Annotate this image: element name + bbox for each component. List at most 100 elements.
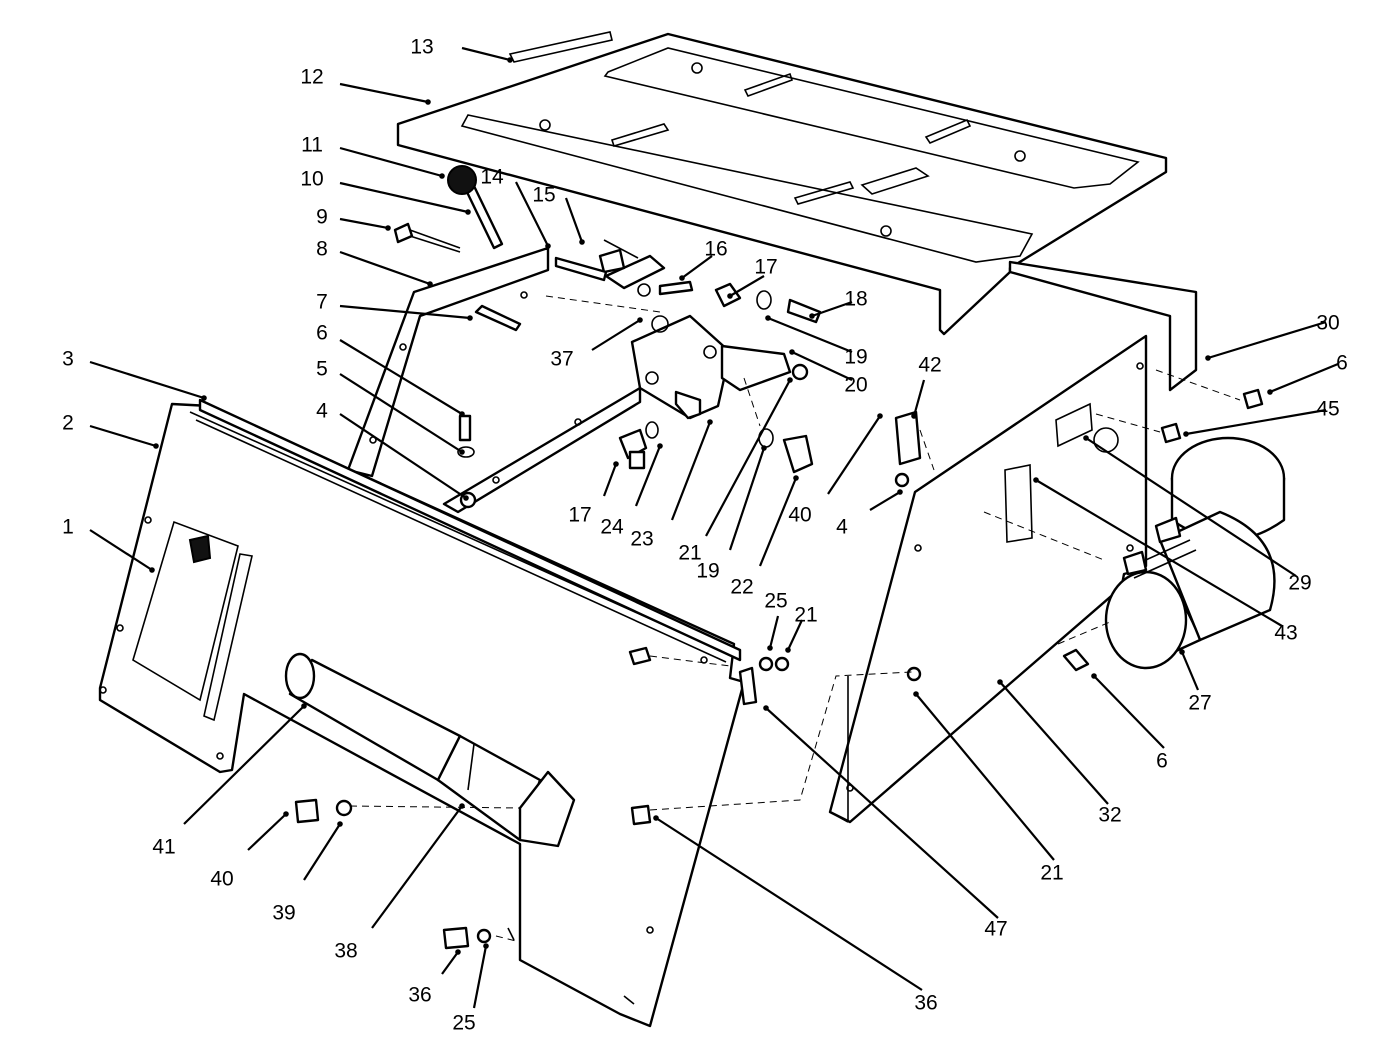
leader-dot-c-40a (877, 413, 883, 419)
leader-dot-c-25b (483, 943, 489, 949)
leader-dot-c-10 (465, 209, 471, 215)
callout-label: 19 (696, 560, 719, 583)
leader-line-c-6a (339, 339, 463, 415)
leader-line-c-7 (339, 304, 471, 320)
leader-line-c-20 (791, 351, 853, 381)
callout-label: 15 (532, 184, 555, 207)
callout-label: 10 (300, 168, 323, 191)
fitting-parts (294, 280, 1264, 950)
leader-dot-c-2 (153, 443, 159, 449)
leader-line-c-43 (1035, 479, 1283, 627)
callout-label: 21 (1040, 862, 1063, 885)
callout-label: 7 (316, 291, 328, 314)
control-knob-part (447, 165, 504, 250)
leader-line-c-11 (339, 146, 443, 178)
leader-dot-c-6c (1091, 673, 1097, 679)
callout-label: 40 (788, 504, 811, 527)
leader-dot-c-47 (763, 705, 769, 711)
leader-dot-c-6a (459, 411, 465, 417)
leader-line-c-25a (768, 615, 780, 649)
leader-dot-c-39 (337, 821, 343, 827)
callout-label: 39 (272, 902, 295, 925)
callout-label: 32 (1098, 804, 1121, 827)
callout-label: 36 (408, 984, 431, 1007)
leader-line-c-1 (89, 529, 153, 571)
leader-line-c-12 (339, 82, 429, 104)
leader-dot-c-38 (459, 803, 465, 809)
leader-line-c-9 (339, 217, 389, 230)
leader-line-c-30 (1207, 320, 1327, 360)
leader-line-c-3 (89, 360, 205, 400)
callout-label: 8 (316, 238, 328, 261)
leader-line-c-40b (247, 813, 287, 851)
leader-dot-c-17b (613, 461, 619, 467)
callout-label: 11 (301, 134, 323, 157)
leader-line-c-37 (591, 319, 641, 351)
callout-label: 29 (1288, 572, 1311, 595)
callout-label: 1 (62, 516, 74, 539)
leader-line-c-25b (472, 945, 488, 1009)
callout-label: 42 (918, 354, 941, 377)
leader-line-c-21a (705, 379, 791, 537)
leader-line-c-21b (787, 619, 803, 651)
leader-dot-c-5 (459, 449, 465, 455)
leader-line-c-36a (441, 951, 459, 975)
leader-dot-c-21b (785, 647, 791, 653)
callout-label: 25 (452, 1012, 475, 1035)
bolt-part (393, 222, 461, 253)
leader-dot-c-4b (897, 489, 903, 495)
leader-line-c-45 (1185, 408, 1327, 436)
leader-dot-c-18 (809, 313, 815, 319)
callout-label: 20 (844, 374, 867, 397)
callout-label: 16 (704, 238, 727, 261)
leader-dot-c-20 (789, 349, 795, 355)
leader-dot-c-4a (463, 495, 469, 501)
leader-dot-c-42 (911, 413, 917, 419)
leader-line-c-14 (515, 181, 549, 247)
callout-label: 21 (678, 542, 701, 565)
leader-line-c-19b (728, 447, 766, 551)
callout-label: 36 (914, 992, 937, 1015)
callout-label: 17 (568, 504, 591, 527)
leader-line-c-13 (461, 46, 511, 62)
leader-dot-c-43 (1033, 477, 1039, 483)
leader-dot-c-25a (767, 645, 773, 651)
callout-label: 27 (1188, 692, 1211, 715)
callout-label: 18 (844, 288, 867, 311)
callout-label: 38 (334, 940, 357, 963)
callout-label: 25 (764, 590, 787, 613)
leader-line-c-27 (1180, 651, 1200, 691)
leader-line-c-24 (634, 445, 662, 507)
leader-line-c-15 (564, 197, 584, 243)
callout-label: 41 (152, 836, 175, 859)
leader-dot-c-23 (707, 419, 713, 425)
hinge-part (198, 398, 742, 662)
leader-line-c-21c (915, 693, 1055, 861)
callout-label: 30 (1316, 312, 1339, 335)
callout-label: 21 (794, 604, 817, 627)
leader-dot-c-8 (427, 281, 433, 287)
leader-dot-c-1 (149, 567, 155, 573)
callout-label: 43 (1274, 622, 1297, 645)
leader-dot-c-30 (1205, 355, 1211, 361)
callout-label: 9 (316, 206, 328, 229)
callout-label: 17 (754, 256, 777, 279)
callout-label: 4 (836, 516, 848, 539)
leader-dot-c-27 (1179, 649, 1185, 655)
leader-dot-c-19a (765, 315, 771, 321)
leader-line-c-23 (670, 421, 712, 521)
callout-label: 40 (210, 868, 233, 891)
leader-line-c-47 (765, 707, 999, 919)
valve-assembly-part (554, 239, 792, 420)
leader-line-c-38 (371, 805, 463, 929)
leader-dot-c-3 (201, 395, 207, 401)
leader-dot-c-41 (301, 703, 307, 709)
leader-dot-c-17a (727, 293, 733, 299)
leader-line-c-18 (811, 300, 853, 318)
leader-dot-c-13 (507, 57, 513, 63)
leader-dot-c-11 (439, 173, 445, 179)
leader-dot-c-7 (467, 315, 473, 321)
leader-dot-c-22 (793, 475, 799, 481)
